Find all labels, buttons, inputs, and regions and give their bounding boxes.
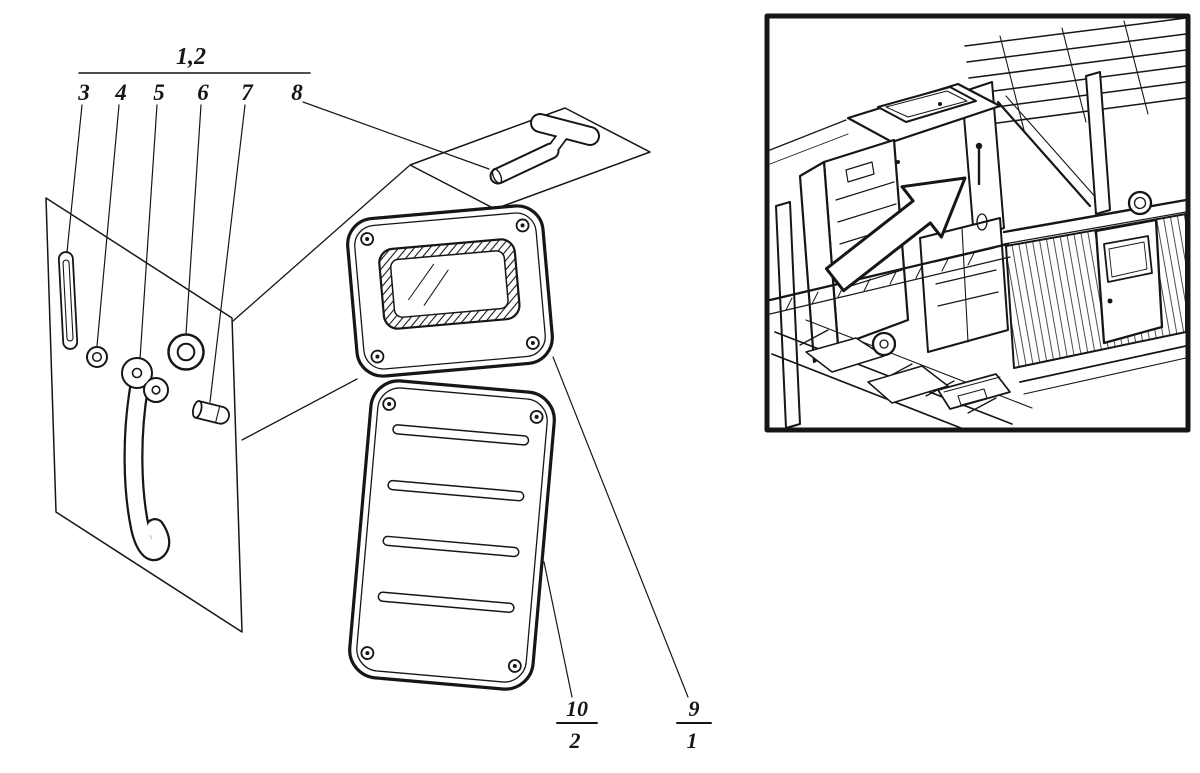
- lower-panel: [348, 379, 556, 691]
- bracket-label: 1,2: [176, 44, 206, 70]
- callout-3: 3: [77, 80, 90, 105]
- ref-numerator: 10: [566, 696, 588, 721]
- floor-hatch: [867, 365, 949, 404]
- porthole: [1127, 190, 1153, 216]
- screw: [507, 658, 523, 674]
- leader-lines: [66, 101, 490, 403]
- inset-frame: [764, 13, 1191, 433]
- door-window: [1103, 235, 1153, 283]
- callout-8: 8: [291, 80, 303, 105]
- wheel-hub: [871, 331, 897, 357]
- screw: [359, 231, 375, 247]
- screw: [381, 396, 397, 412]
- rib: [387, 479, 525, 502]
- location-inset: [764, 13, 1191, 433]
- floor-frame: [771, 319, 1033, 431]
- roof-slats: [964, 17, 1187, 131]
- slot-plate: [57, 251, 79, 350]
- wall-top-rail: [1002, 198, 1188, 234]
- center-pillar: [961, 81, 1005, 239]
- washer-large: [167, 333, 205, 371]
- upper-panel: [346, 204, 554, 378]
- rib: [382, 535, 520, 558]
- crank-handle: [489, 113, 600, 185]
- ref-denominator: 2: [569, 728, 581, 753]
- left-post: [775, 201, 801, 429]
- diagonal-brace: [1005, 95, 1099, 201]
- callout-5: 5: [153, 80, 165, 105]
- side-door: [1094, 218, 1164, 345]
- callout-block: 1,2 3 4 5 6 7 8: [66, 44, 490, 403]
- callout-7: 7: [241, 80, 254, 105]
- leader-line: [543, 561, 573, 698]
- leader-line: [552, 356, 689, 698]
- ref-fraction-10-2: 10 2: [543, 561, 598, 753]
- wall-top-rail: [1003, 211, 1187, 245]
- far-wall-edge: [769, 133, 849, 165]
- screw: [370, 349, 385, 364]
- rib: [377, 591, 515, 614]
- latch-handle: [121, 357, 171, 562]
- ref-fraction-9-1: 9 1: [552, 356, 712, 753]
- screw: [515, 218, 530, 233]
- callout-6: 6: [197, 80, 209, 105]
- pillar-crank: [975, 142, 988, 231]
- wall-skirt: [1019, 345, 1187, 383]
- hatch-lid: [877, 86, 977, 123]
- door-handle: [1107, 298, 1113, 304]
- ref-denominator: 1: [687, 728, 698, 753]
- far-wall-edge: [769, 119, 847, 151]
- screw: [525, 335, 541, 351]
- hatch-latch: [938, 102, 942, 106]
- projection-lines: [232, 165, 410, 441]
- wall-skirt: [1023, 357, 1187, 395]
- right-post: [1085, 71, 1111, 215]
- washer-small: [86, 346, 108, 368]
- ref-numerator: 9: [689, 696, 700, 721]
- screw: [359, 645, 375, 661]
- screw: [529, 409, 545, 425]
- middle-cabinet: [919, 217, 1009, 353]
- location-arrow-icon: [824, 176, 967, 293]
- roof-hatch: [846, 82, 1002, 144]
- bolt-pin: [191, 400, 230, 425]
- diagonal-brace: [996, 100, 1092, 208]
- callout-4: 4: [114, 80, 127, 105]
- rib: [392, 424, 530, 446]
